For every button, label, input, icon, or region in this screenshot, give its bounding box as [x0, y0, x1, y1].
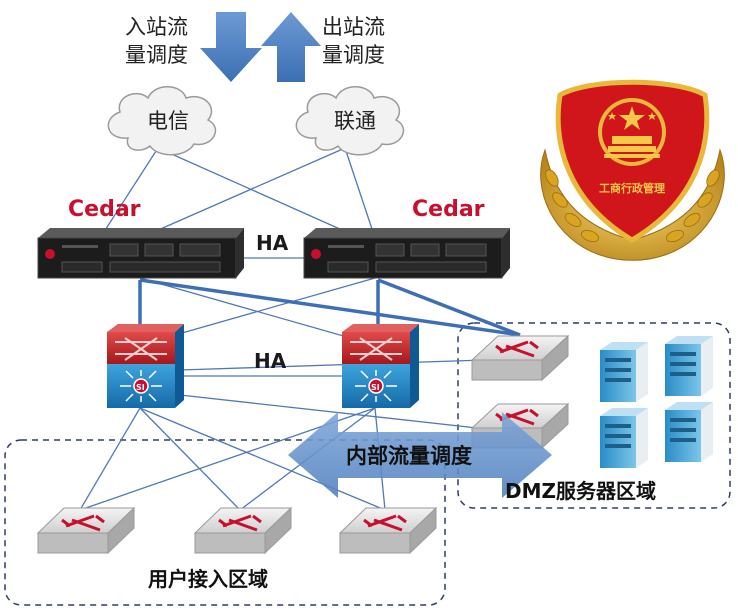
core-switch-right: SI	[342, 324, 419, 408]
internal-traffic-label: 内部流量调度	[346, 444, 472, 468]
inbound-arrow	[200, 12, 262, 82]
cedar-device-right	[303, 228, 510, 279]
access-switch-2	[193, 506, 293, 555]
industry-commerce-emblem: 工商行政管理	[540, 79, 725, 261]
server-icon-2	[665, 336, 713, 396]
server-icon-3	[600, 408, 648, 468]
user-zone-border	[4, 439, 446, 606]
svg-text:SI: SI	[136, 383, 145, 392]
outbound-label-1: 出站流	[322, 15, 385, 39]
dmz-zone-label: DMZ服务器区域	[505, 479, 656, 503]
outbound-arrow	[261, 12, 321, 82]
thick-links	[138, 278, 521, 337]
isp-unicom-label: 联通	[334, 109, 376, 133]
user-zone-label: 用户接入区域	[148, 567, 268, 591]
server-icon-4	[665, 402, 713, 462]
brand-left: Cedar	[68, 197, 141, 222]
ha-middle-label: HA	[254, 349, 287, 373]
inbound-label-1: 入站流	[125, 15, 188, 39]
brand-right: Cedar	[412, 197, 485, 222]
isp-telecom-label: 电信	[147, 109, 189, 133]
emblem-text: 工商行政管理	[599, 181, 665, 195]
inbound-label-2: 量调度	[125, 43, 188, 67]
dmz-switch-top	[470, 334, 570, 382]
internal-traffic-arrow	[288, 412, 552, 498]
server-icon-1	[600, 342, 648, 402]
access-switch-1	[36, 506, 136, 555]
cedar-device-left	[37, 228, 244, 279]
cloud-icon-unicom	[295, 86, 405, 156]
core-switch-left: SI	[107, 324, 184, 408]
outbound-label-2: 量调度	[322, 43, 385, 67]
access-switch-3	[338, 506, 438, 555]
dmz-zone-border	[457, 322, 731, 509]
ha-top-label: HA	[256, 231, 289, 255]
svg-text:SI: SI	[371, 383, 380, 392]
cloud-icon-telecom	[107, 86, 217, 156]
